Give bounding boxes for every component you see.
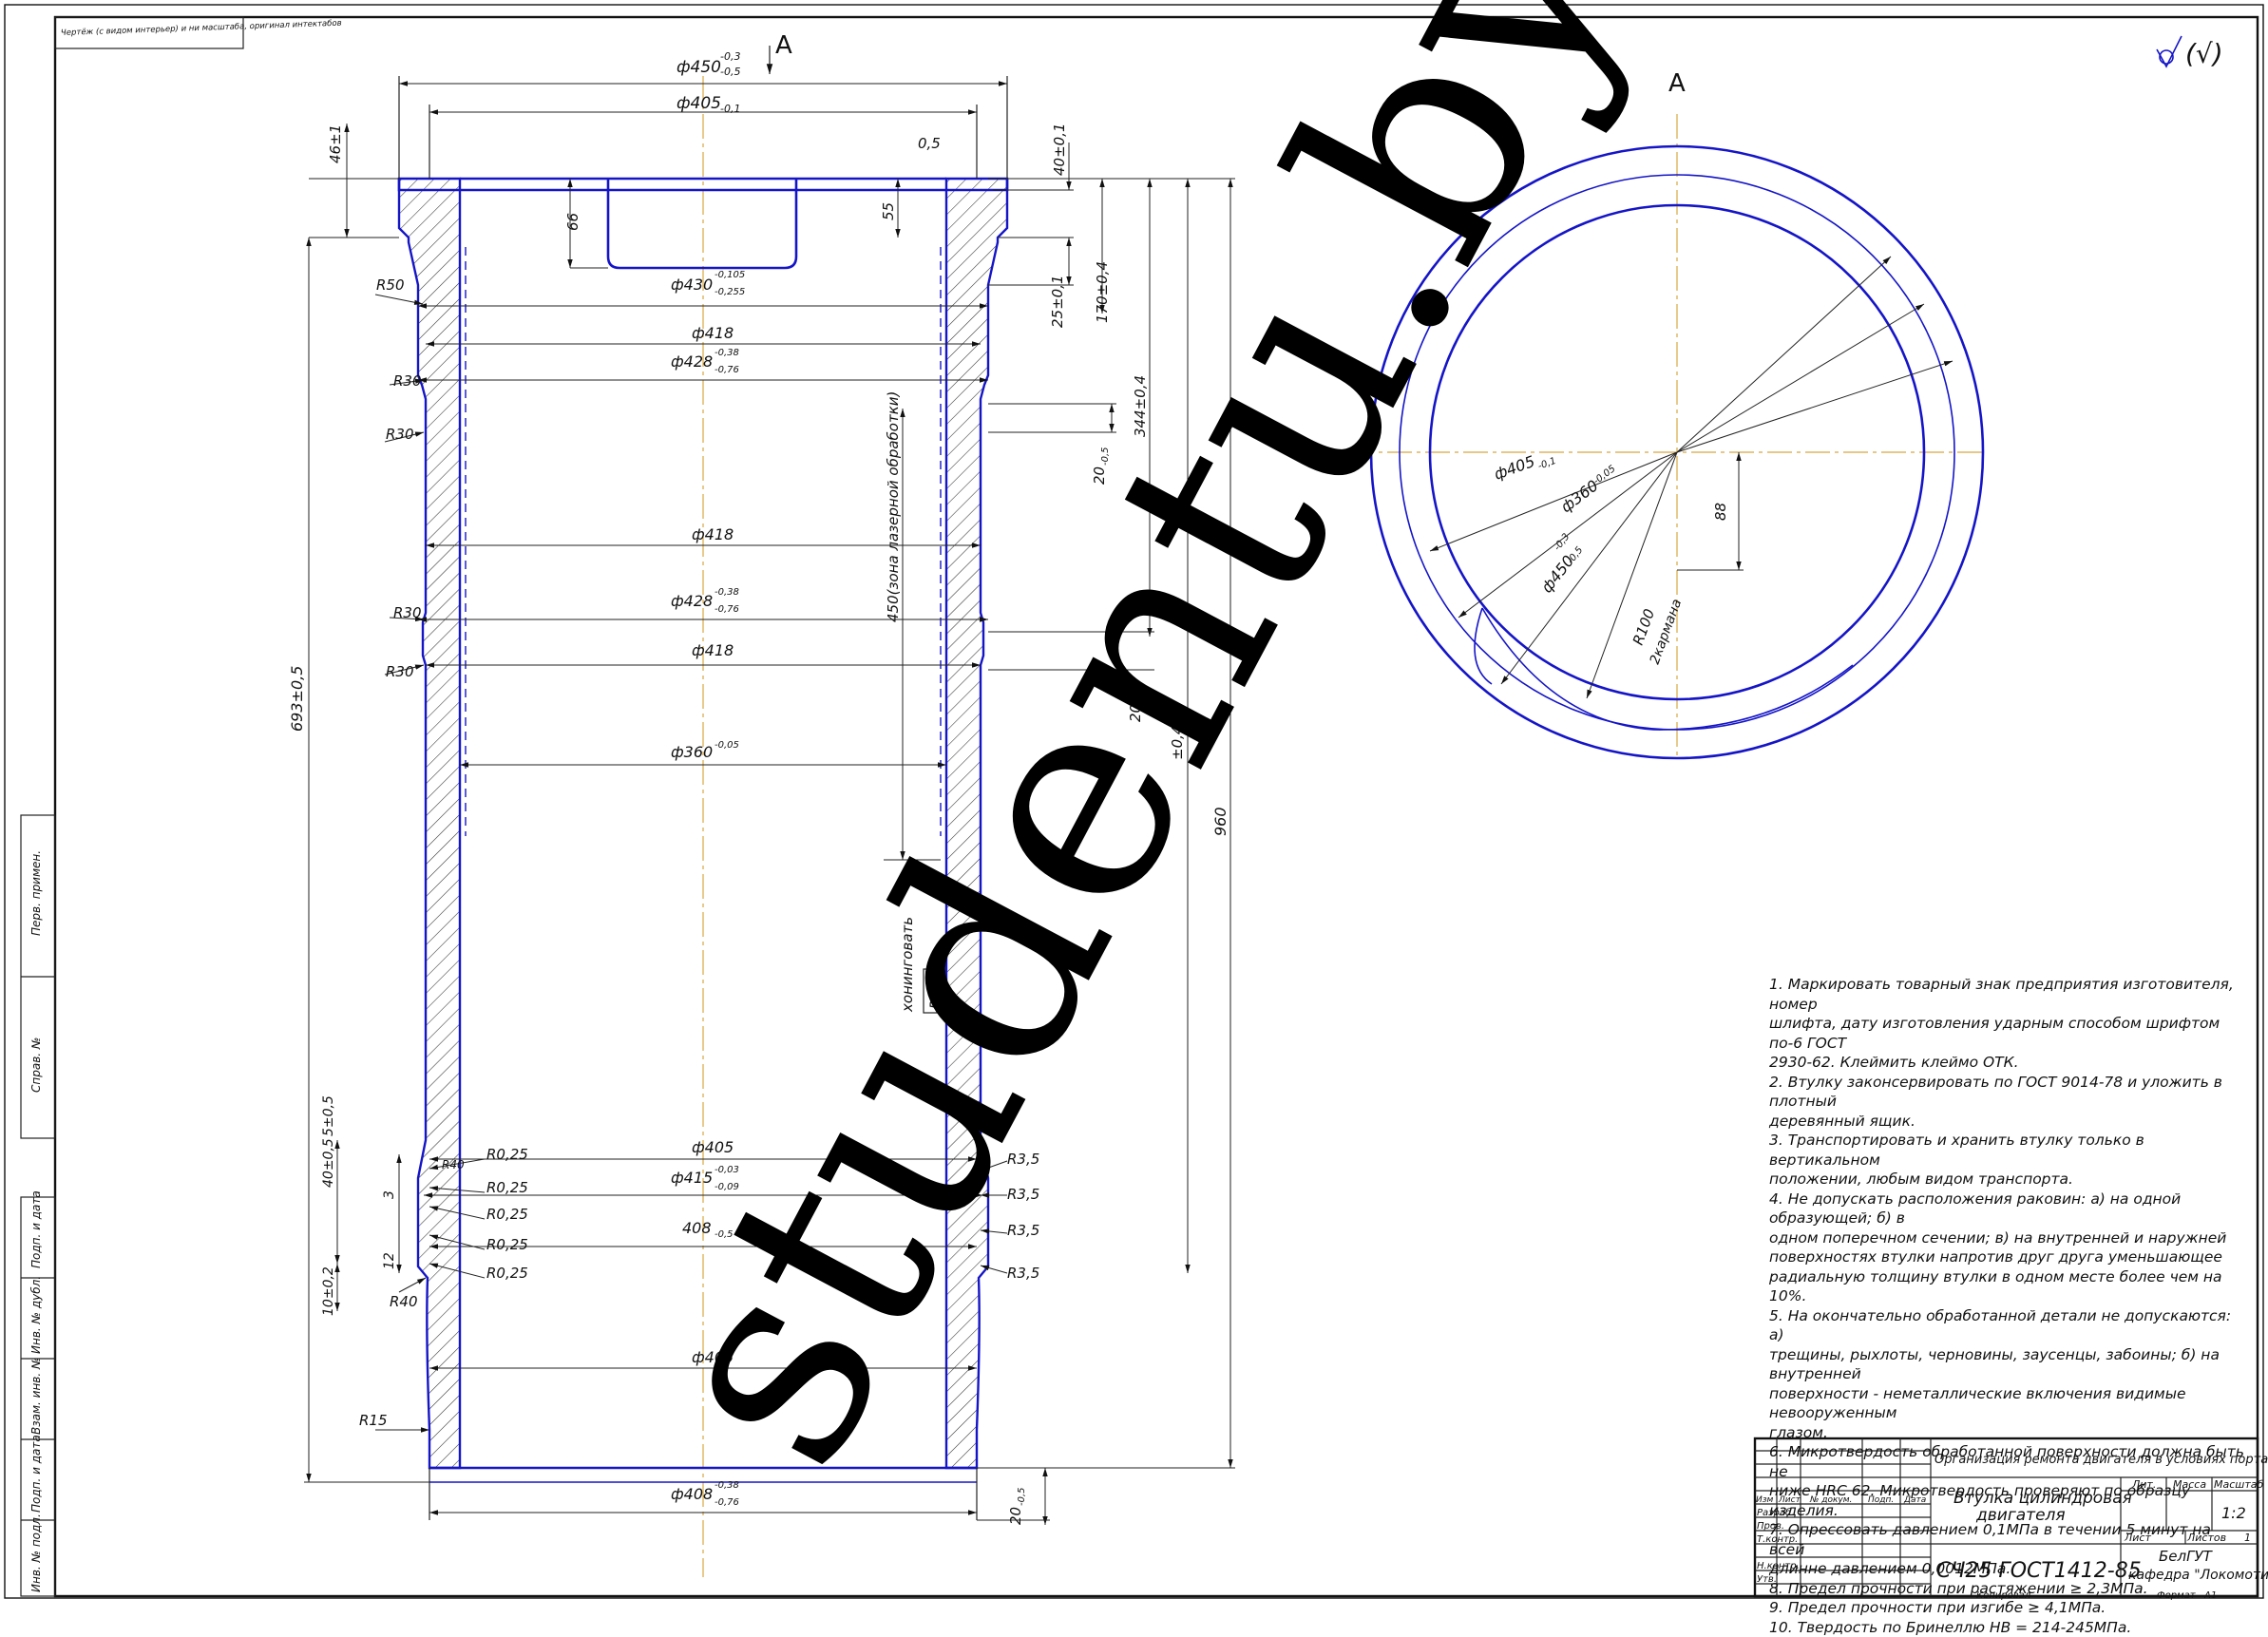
dim-r30-a: R30 <box>393 372 422 390</box>
dim-d418-a: ф418 <box>692 324 734 342</box>
dim-h55: 55 <box>880 202 897 220</box>
side-perv-primen: Перв. примен. <box>29 850 43 936</box>
note-line: радиальную толщину втулки в одном месте … <box>1769 1267 2244 1306</box>
dim-r30-b: R30 <box>386 426 414 443</box>
note-line: поверхности - неметаллические включения … <box>1769 1384 2244 1423</box>
dim-r40-a: R40 <box>442 1158 465 1171</box>
section-mark: А <box>775 31 792 60</box>
top-left-stamp-text: Чертёж (с видом интерьер) и ни масштаба,… <box>61 19 342 38</box>
dim-gap: 0,5 <box>918 135 941 152</box>
view-a-h88: 88 <box>1712 503 1729 521</box>
dim-h20-c-tol: -0,5 <box>1017 1487 1027 1506</box>
dim-h66: 66 <box>564 213 581 231</box>
note-line: ниже HRC 62. Микротвердость проверяют по… <box>1769 1481 2244 1520</box>
dim-d360: ф360 <box>671 743 713 761</box>
dim-d430-tol-top: -0,105 <box>715 270 745 280</box>
roughness-mark: (√) <box>2157 36 2223 69</box>
dim-h20-c: 20 <box>1007 1507 1024 1525</box>
dim-d450-tol-bot: -0,5 <box>720 66 740 78</box>
dim-d418-c: ф418 <box>692 641 734 659</box>
note-line: 2. Втулку законсервировать по ГОСТ 9014-… <box>1769 1073 2244 1112</box>
side-vzam-inv: Взам. инв. № <box>29 1358 43 1435</box>
dim-h693: 693±0,5 <box>288 666 306 732</box>
dim-d405-top-tol: -0,1 <box>720 103 740 115</box>
view-a-title: А <box>1668 69 1686 98</box>
dim-r30-d: R30 <box>386 663 414 680</box>
dim-d428-a-tol-bot: -0,76 <box>715 365 739 375</box>
side-inv-dubl: Инв. № дубл. <box>29 1276 43 1354</box>
roughness-mark-text: (√) <box>2185 38 2223 69</box>
dim-d428-b-tol-top: -0,38 <box>715 587 739 598</box>
dim-d430: ф430 <box>671 276 713 294</box>
note-line: шлифта, дату изготовления ударным способ… <box>1769 1014 2244 1053</box>
dim-h40: 40±0,1 <box>1051 123 1068 176</box>
dim-h25: 25±0,1 <box>1049 275 1066 328</box>
dim-d408-b: ф408 <box>671 1485 713 1503</box>
side-inv-podl: Инв. № подл. <box>29 1513 43 1592</box>
tb-sheets-value: 1 <box>2244 1532 2251 1544</box>
dim-h46: 46±1 <box>327 124 344 163</box>
note-line: 5. На окончательно обработанной детали н… <box>1769 1306 2244 1345</box>
side-stamp: Перв. примен. Справ. № Подп. и дата Инв.… <box>21 815 55 1596</box>
dim-h170: 170±0,4 <box>1094 261 1111 323</box>
note-line: 2930-62. Клеймить клеймо ОТК. <box>1769 1053 2244 1073</box>
watermark: studentu.by <box>589 0 1686 1513</box>
dim-d405-top: ф405 <box>677 94 721 113</box>
note-line: 6. Микротвердость обработанной поверхнос… <box>1769 1442 2244 1481</box>
dim-r15: R15 <box>359 1412 388 1429</box>
dim-r025-4: R0,25 <box>486 1236 528 1253</box>
note-line: 3. Транспортировать и хранить втулку тол… <box>1769 1131 2244 1170</box>
dim-h10: 10±0,2 <box>321 1266 336 1316</box>
top-pocket <box>608 179 796 268</box>
view-a-d405: ф405 <box>1492 452 1537 484</box>
note-line: 10. Твердость по Бринеллю НВ = 214-245МП… <box>1769 1618 2244 1637</box>
dim-d428-a: ф428 <box>671 352 713 371</box>
dim-d428-b-tol-bot: -0,76 <box>715 604 739 615</box>
note-line: глазом. <box>1769 1423 2244 1443</box>
dim-r025-2: R0,25 <box>486 1179 528 1196</box>
note-line: 8. Предел прочности при растяжении ≥ 2,3… <box>1769 1579 2244 1599</box>
dim-r50: R50 <box>376 276 405 294</box>
dim-r025-5: R0,25 <box>486 1265 528 1282</box>
dim-d428-a-tol-top: -0,38 <box>715 348 739 358</box>
note-line: 9. Предел прочности при изгибе ≥ 4,1МПа. <box>1769 1598 2244 1618</box>
dim-h12: 12 <box>382 1252 397 1269</box>
note-line: поверхностях втулки напротив друг друга … <box>1769 1247 2244 1267</box>
note-line: деревянный ящик. <box>1769 1112 2244 1132</box>
technical-requirements: 1. Маркировать товарный знак предприятия… <box>1769 975 2244 1637</box>
dim-laser-zone: 450(зона лазерной обработки) <box>885 391 902 622</box>
dim-d408-b-tol-top: -0,38 <box>715 1480 739 1491</box>
dim-r30-c: R30 <box>393 604 422 621</box>
dim-d430-tol-bot: -0,255 <box>715 287 745 297</box>
dim-r40-b: R40 <box>390 1293 418 1310</box>
dim-d360-tol: -0,05 <box>715 740 739 751</box>
dim-d428-b: ф428 <box>671 592 713 610</box>
note-line: положении, любым видом транспорта. <box>1769 1170 2244 1190</box>
view-a-d450-tol-top: -0,3 <box>1553 532 1572 553</box>
dim-h05: 5±0,5 <box>321 1095 336 1136</box>
side-sprav: Справ. № <box>29 1037 43 1093</box>
dim-h3: 3 <box>382 1190 397 1199</box>
note-line: одном поперечном сечении; в) на внутренн… <box>1769 1228 2244 1248</box>
view-a-d405-tol: -0,1 <box>1536 456 1557 472</box>
dim-d450-tol-top: -0,3 <box>720 50 740 63</box>
side-podp-data-1: Подп. и дата <box>29 1190 43 1268</box>
view-a-d450-tol-bot: -0,5 <box>1566 545 1586 566</box>
dim-d418-b: ф418 <box>692 525 734 543</box>
dim-h40-05: 40±0,5 <box>321 1138 336 1188</box>
note-line: трещины, рыхлоты, черновины, заусенцы, з… <box>1769 1345 2244 1384</box>
top-left-stamp: Чертёж (с видом интерьер) и ни масштаба,… <box>55 17 342 48</box>
note-line: 7. Опрессовать давлением 0,1МПа в течени… <box>1769 1520 2244 1559</box>
dim-r025-1: R0,25 <box>486 1146 528 1163</box>
view-a-pockets: 2кармана <box>1648 598 1686 667</box>
note-line: длинне давлением 0,0012МПа. <box>1769 1559 2244 1579</box>
dim-d450: ф450 <box>677 58 721 77</box>
dim-r025-3: R0,25 <box>486 1206 528 1223</box>
dim-d408-b-tol-bot: -0,76 <box>715 1497 739 1508</box>
side-podp-data-2: Подп. и дата <box>29 1435 43 1513</box>
note-line: 4. Не допускать расположения раковин: а)… <box>1769 1190 2244 1228</box>
note-line: 1. Маркировать товарный знак предприятия… <box>1769 975 2244 1014</box>
view-a-d360-tol: -0,05 <box>1591 464 1617 486</box>
